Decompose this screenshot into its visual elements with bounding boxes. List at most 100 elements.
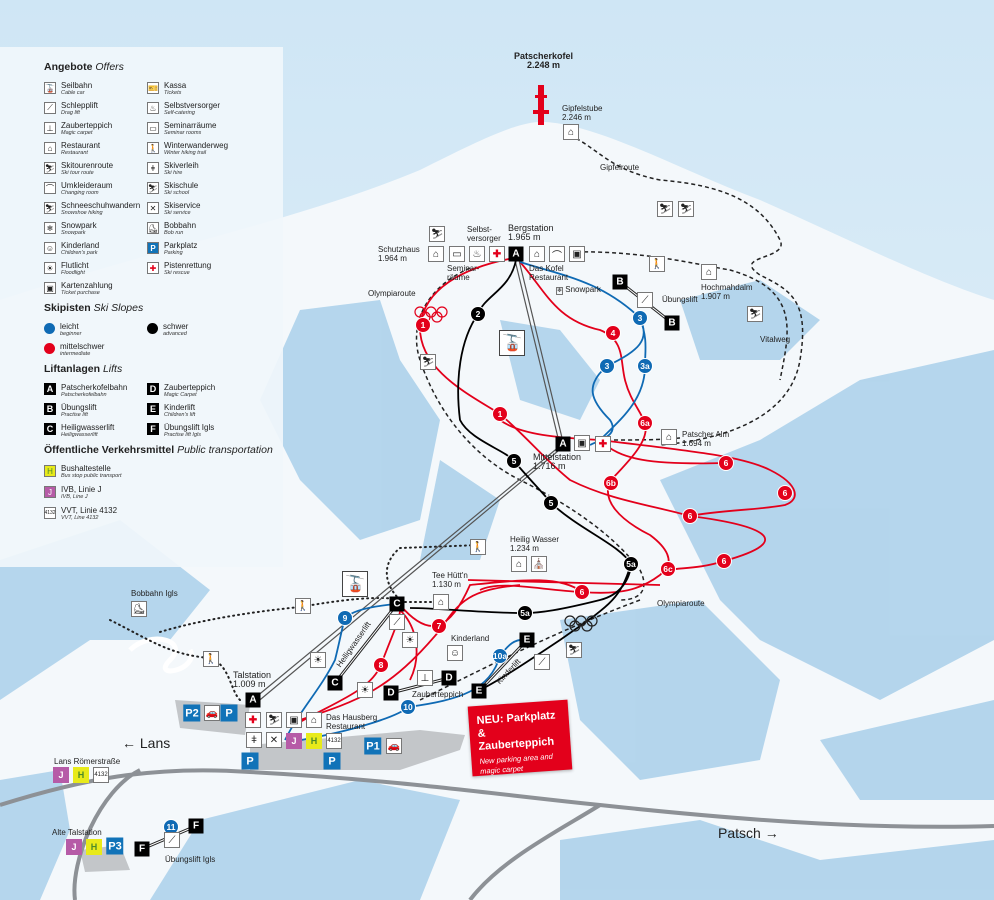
- hanger-icon[interactable]: ⌒: [549, 246, 565, 262]
- parking-sign[interactable]: P1: [364, 737, 382, 755]
- parking-sign[interactable]: P: [241, 752, 259, 770]
- floodlight-icon[interactable]: ☀: [357, 682, 373, 698]
- hiking-icon[interactable]: 🚶: [203, 651, 219, 667]
- car-icon[interactable]: 🚗: [204, 705, 220, 721]
- drag-lift-icon[interactable]: ⟋: [637, 292, 653, 308]
- ski-service-icon[interactable]: ✕: [266, 732, 282, 748]
- legend-item-de: Zauberteppich: [61, 121, 113, 130]
- slope-marker[interactable]: 3: [632, 310, 648, 326]
- hiking-icon[interactable]: 🚶: [295, 598, 311, 614]
- slope-marker[interactable]: 2: [470, 306, 486, 322]
- ski-tour-icon[interactable]: ⛷: [420, 354, 436, 370]
- legend-item-en: advanced: [163, 331, 187, 337]
- floodlight-icon[interactable]: ☀: [402, 632, 418, 648]
- slope-marker[interactable]: 5: [543, 495, 559, 511]
- slope-marker[interactable]: 10a: [492, 648, 508, 664]
- slope-marker[interactable]: 6c: [660, 561, 676, 577]
- car-icon[interactable]: 🚗: [386, 738, 402, 754]
- parking-sign[interactable]: P2: [183, 704, 201, 722]
- lift-station[interactable]: E: [519, 632, 535, 648]
- ski-tour-icon[interactable]: ⛷: [747, 306, 763, 322]
- rescue-cross-icon[interactable]: ✚: [489, 246, 505, 262]
- slope-marker[interactable]: 6: [574, 584, 590, 600]
- slope-marker[interactable]: 3a: [637, 358, 653, 374]
- ski-school-icon[interactable]: ⛷: [429, 226, 445, 242]
- slope-marker[interactable]: 1: [492, 406, 508, 422]
- legend-item-de: Kartenzahlung: [61, 281, 113, 290]
- slope-marker[interactable]: 3: [599, 358, 615, 374]
- lift-station[interactable]: E: [471, 683, 487, 699]
- bus-stop-badge: J: [286, 733, 302, 749]
- hiking-icon[interactable]: 🚶: [649, 256, 665, 272]
- slope-marker[interactable]: 9: [337, 610, 353, 626]
- slope-marker[interactable]: 6: [682, 508, 698, 524]
- snowshoe-icon[interactable]: ⛷: [678, 201, 694, 217]
- ski-tour-icon[interactable]: ⛷: [657, 201, 673, 217]
- restaurant-icon[interactable]: ⌂: [306, 712, 322, 728]
- drag-lift-icon[interactable]: ⟋: [534, 654, 550, 670]
- slope-marker[interactable]: 7: [431, 618, 447, 634]
- ski-hire-icon[interactable]: ǂ: [246, 732, 262, 748]
- chapel-icon[interactable]: ⛪: [531, 556, 547, 572]
- legend-item-de: Kinderlift: [164, 403, 196, 412]
- drag-lift-icon[interactable]: ⟋: [164, 832, 180, 848]
- name: Heilig Wasser: [510, 535, 560, 544]
- parking-sign[interactable]: P: [220, 704, 238, 722]
- card-payment-icon[interactable]: ▣: [574, 435, 590, 451]
- restaurant-icon[interactable]: ⌂: [428, 246, 444, 262]
- restaurant-icon[interactable]: ⌂: [661, 429, 677, 445]
- slope-marker[interactable]: 1: [415, 317, 431, 333]
- lift-station[interactable]: F: [188, 818, 204, 834]
- seminar-icon[interactable]: ▭: [449, 246, 465, 262]
- lift-station[interactable]: A: [508, 246, 524, 262]
- lift-station[interactable]: D: [441, 670, 457, 686]
- slope-marker[interactable]: 5a: [517, 605, 533, 621]
- ski-school-icon[interactable]: ⛷: [266, 712, 282, 728]
- restaurant-icon[interactable]: ⌂: [563, 124, 579, 140]
- restaurant-icon[interactable]: ⌂: [511, 556, 527, 572]
- lift-station[interactable]: A: [245, 692, 261, 708]
- slope-marker[interactable]: 4: [605, 325, 621, 341]
- magic-carpet-icon[interactable]: ⊥: [417, 670, 433, 686]
- restaurant-icon[interactable]: ⌂: [701, 264, 717, 280]
- slope-marker[interactable]: 6: [716, 553, 732, 569]
- legend-item-en: Practise lift: [61, 412, 88, 418]
- slope-marker[interactable]: 8: [373, 657, 389, 673]
- kinderland-icon[interactable]: ☺: [447, 645, 463, 661]
- lift-station[interactable]: C: [327, 675, 343, 691]
- slope-marker[interactable]: 10: [400, 699, 416, 715]
- slope-marker[interactable]: 6b: [603, 475, 619, 491]
- lift-badge: B: [44, 403, 56, 415]
- parking-sign[interactable]: P: [323, 752, 341, 770]
- drag-lift-icon[interactable]: ⟋: [389, 614, 405, 630]
- legend-item-en: Ski tour route: [61, 170, 94, 176]
- floodlight-icon[interactable]: ☀: [310, 652, 326, 668]
- lift-station[interactable]: B: [664, 315, 680, 331]
- rescue-cross-icon[interactable]: ✚: [245, 712, 261, 728]
- slope-marker[interactable]: 5: [506, 453, 522, 469]
- hiking-icon[interactable]: 🚶: [470, 539, 486, 555]
- slope-marker[interactable]: 6: [777, 485, 793, 501]
- rescue-cross-icon[interactable]: ✚: [595, 436, 611, 452]
- slope-marker[interactable]: 5a: [623, 556, 639, 572]
- lift-station[interactable]: D: [383, 685, 399, 701]
- parking-sign[interactable]: P3: [106, 837, 124, 855]
- lift-station[interactable]: C: [389, 596, 405, 612]
- ski-tour-icon[interactable]: ⛷: [566, 642, 582, 658]
- restaurant-icon[interactable]: ⌂: [433, 594, 449, 610]
- slope-marker[interactable]: 6a: [637, 415, 653, 431]
- restaurant-icon[interactable]: ⌂: [529, 246, 545, 262]
- card-payment-icon[interactable]: ▣: [286, 712, 302, 728]
- lift-station[interactable]: A: [555, 436, 571, 452]
- lift-station[interactable]: B: [612, 274, 628, 290]
- title-de: Liftanlagen: [44, 363, 101, 375]
- slope-marker[interactable]: 6: [718, 455, 734, 471]
- self-catering-icon[interactable]: ♨: [469, 246, 485, 262]
- lift-station[interactable]: F: [134, 841, 150, 857]
- card-payment-icon[interactable]: ▣: [569, 246, 585, 262]
- bobsleigh-icon[interactable]: ⛸: [131, 601, 147, 617]
